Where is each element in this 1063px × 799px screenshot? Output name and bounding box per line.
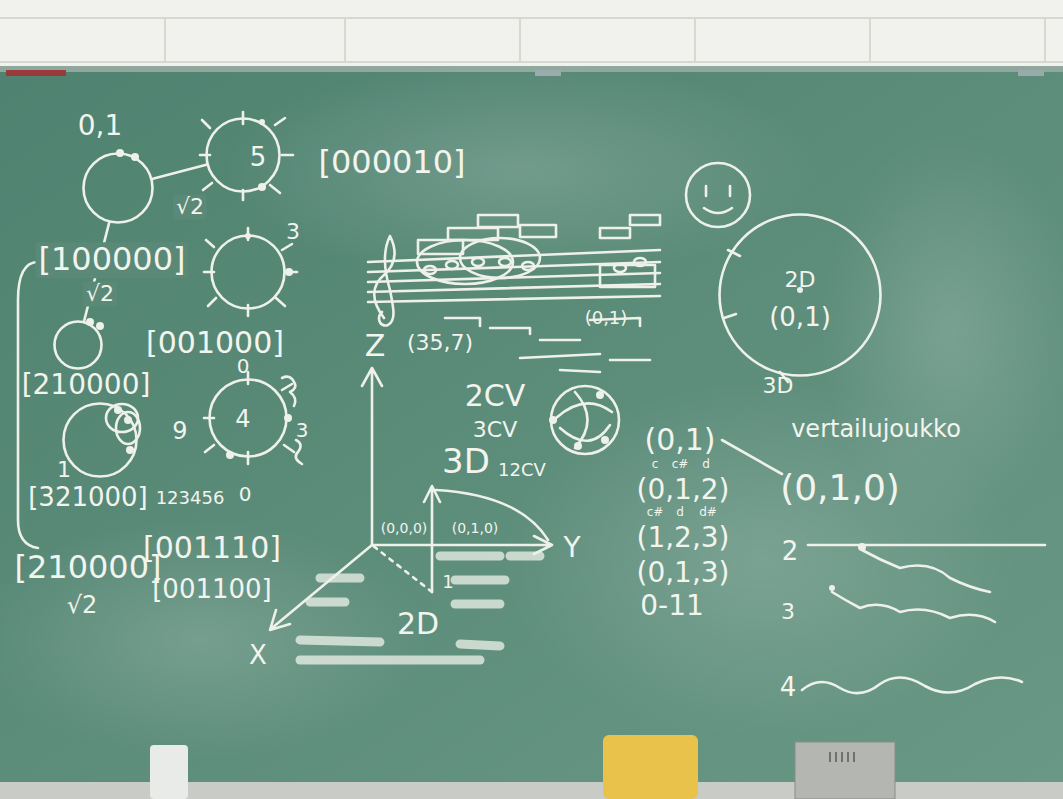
chalk-label: 123456 (156, 489, 225, 508)
circle-outline (205, 117, 281, 193)
brick-wall (0, 0, 1063, 70)
chalk-label: c# (647, 506, 664, 519)
circle-node: [210000] (53, 320, 103, 370)
eraser-holder (150, 745, 188, 799)
dots (86, 119, 803, 459)
circle-outline (82, 152, 154, 224)
brick-joints (0, 18, 1063, 62)
node-text: 4 (235, 407, 250, 432)
chalk-smudge (220, 60, 820, 280)
chalk-label: d# (699, 506, 717, 519)
chalk-label: c# (672, 458, 689, 471)
chalk-label: vertailujoukko (791, 417, 961, 442)
chalk-label: (0,1,0) (452, 521, 499, 536)
circle-node: 3 (210, 234, 286, 310)
circle-node: 1 (62, 402, 138, 478)
node-text: [210000] (22, 370, 151, 399)
chalk-label: 3 (781, 600, 795, 623)
circle-outline (210, 234, 286, 310)
treble-clef (374, 236, 394, 326)
chalk-connector (153, 165, 206, 179)
node-text: 5 (250, 144, 267, 171)
circle-node: 4 (208, 378, 288, 458)
chalk-label: 4 (780, 674, 797, 701)
chalk-label: c (652, 458, 659, 471)
chalk-label: d (676, 506, 684, 519)
circle-ticks (200, 112, 788, 464)
edge-label: √2 (83, 281, 117, 306)
chalk-circle (207, 119, 280, 192)
chalk-circle (55, 322, 102, 369)
smiley (686, 163, 750, 227)
chalk-label: [001100] (152, 576, 272, 603)
grid-dashes (300, 556, 540, 660)
chalk-circle (720, 215, 881, 376)
chalk-label: [321000] (28, 484, 148, 511)
chalk-label: 3 (296, 420, 309, 441)
chalk-circle (210, 380, 287, 457)
chalk-label: 3D (442, 444, 490, 480)
chalk-label: [001110] (143, 532, 281, 564)
chalk-label: (0,1,2) (636, 475, 729, 504)
chalk-label: (0,1) (644, 424, 715, 456)
chalk-circle (212, 236, 285, 309)
chalk-label: 2D (397, 608, 439, 640)
chalk-label: (0,1,0) (780, 469, 900, 507)
node-text: 3 (286, 220, 300, 243)
chalk-label: Y (563, 533, 580, 562)
axes (270, 368, 552, 630)
sticker (6, 70, 66, 76)
chalk-label: (35,7) (407, 331, 473, 354)
chalk-label: (0,1) (585, 309, 628, 328)
node-text: (0,1) (769, 304, 831, 331)
projector-box (795, 742, 895, 799)
chalk-circle (84, 154, 153, 223)
chalk-label: √2 (67, 593, 98, 618)
chalk-label: (1,2,3) (636, 523, 729, 552)
chalk-label: Z (365, 330, 386, 362)
circle-outline (53, 320, 103, 370)
chalk-label: [210000] (14, 551, 161, 585)
chalk-label: X (249, 642, 267, 669)
chalk-label: (0,1,3) (636, 558, 729, 587)
chalk-label: 2 (782, 538, 799, 565)
chalk-circle (64, 404, 137, 477)
chalk-label: 1 (442, 573, 453, 592)
chalk-smudge (500, 380, 1020, 740)
chalk-label: d (702, 458, 710, 471)
chalk-label: 0-11 (640, 591, 704, 620)
vent (830, 752, 854, 762)
chalk-label: 12CV (498, 461, 546, 480)
circle-node: 5 (205, 117, 281, 193)
chalk-label: 3CV (473, 418, 517, 441)
circle-node: 2D(0,1)3D (718, 213, 882, 377)
circle-outline (718, 213, 882, 377)
chalk-label: [001000] (146, 327, 284, 359)
edge-label: √2 (173, 194, 207, 219)
clip (1018, 70, 1044, 76)
node-text: 2D (785, 268, 816, 291)
chalk-label: 9 (172, 419, 187, 444)
chalk-strokes (18, 112, 1045, 693)
node-text: 1 (57, 458, 71, 481)
circle-outline (62, 402, 138, 478)
node-text: 3D (763, 374, 794, 397)
chalk-label: (0,0,0) (381, 521, 428, 536)
chalk-label: 2CV (465, 380, 526, 412)
chalk-label: [000010] (318, 146, 465, 180)
chalk-label: 0 (237, 356, 250, 377)
sponge (603, 735, 698, 799)
chalk-label: 0 (239, 484, 252, 505)
circle-node: 0,1 (82, 152, 154, 224)
music-staff (368, 215, 660, 372)
chalk-label: [100000] (35, 242, 188, 278)
node-text: 0,1 (78, 111, 123, 140)
